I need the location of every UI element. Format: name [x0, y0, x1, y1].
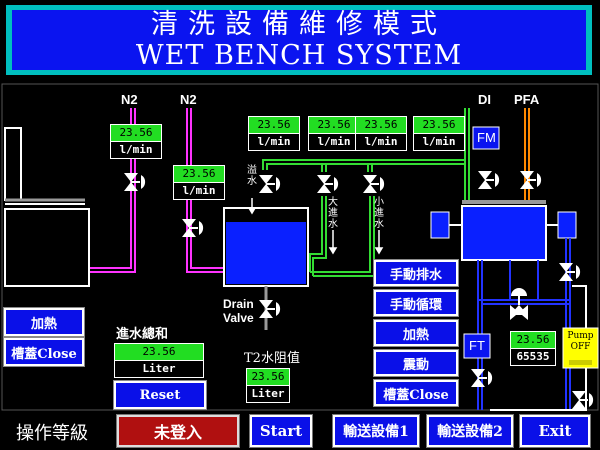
- right-lid-close-button[interactable]: 槽蓋Close: [373, 379, 459, 407]
- shake-button[interactable]: 震動: [373, 349, 459, 377]
- title-english: WET BENCH SYSTEM: [135, 40, 463, 71]
- overflow-label: 溢 水: [246, 165, 258, 187]
- n2-pipes: [90, 108, 225, 273]
- t2-resistivity-label: T2水阻值: [244, 351, 300, 366]
- login-status-button[interactable]: 未登入: [116, 414, 240, 448]
- overflow-char-2: 水: [247, 176, 257, 187]
- meter-value: 23.56: [114, 343, 204, 361]
- right-heat-button[interactable]: 加熱: [373, 319, 459, 347]
- big-inlet-char-3: 水: [328, 219, 338, 230]
- right-tank: [430, 200, 577, 261]
- title-panel: 清洗設備維修模式 WET BENCH SYSTEM: [12, 8, 586, 71]
- pump-indicator: [562, 327, 599, 369]
- meter-unit: l/min: [355, 134, 407, 151]
- circulation-pipes: [477, 238, 571, 410]
- fm-box: [472, 126, 500, 150]
- operation-level-label: 操作等級: [16, 423, 88, 444]
- meter-n2-b: 23.56 l/min: [173, 165, 225, 200]
- meter-value: 23.56: [355, 116, 407, 134]
- flow-arrows: [247, 198, 384, 255]
- ft-label: FT: [469, 338, 485, 353]
- valve-bottom-right[interactable]: [571, 390, 595, 410]
- meter-ft: 23.56 65535: [510, 331, 556, 366]
- valve-overflow[interactable]: [258, 174, 282, 194]
- overflow-char-1: 溢: [247, 165, 257, 176]
- valve-pfa[interactable]: [519, 170, 543, 190]
- manual-drain-button[interactable]: 手動排水: [373, 259, 459, 287]
- valve-drain[interactable]: [258, 299, 282, 319]
- meter-value: 23.56: [173, 165, 225, 183]
- meter-di: 23.56 l/min: [413, 116, 465, 151]
- valve-ft[interactable]: [470, 368, 494, 388]
- meter-n2-a: 23.56 l/min: [110, 124, 162, 159]
- meter-total-inflow: 23.56 Liter: [114, 343, 204, 378]
- meter-value: 23.56: [246, 368, 290, 386]
- n2-label-b: N2: [180, 92, 197, 107]
- meter-value: 23.56: [110, 124, 162, 142]
- big-inlet-label: 大 進 水: [327, 197, 339, 230]
- small-inlet-label: 小 進 水: [373, 197, 385, 230]
- conveyor-1-button[interactable]: 輸送設備1: [332, 414, 420, 448]
- conveyor-2-button[interactable]: 輸送設備2: [426, 414, 514, 448]
- title-bar: 清洗設備維修模式 WET BENCH SYSTEM: [6, 5, 592, 75]
- manual-circulation-button[interactable]: 手動循環: [373, 289, 459, 317]
- t2-tank: [223, 207, 309, 330]
- valve-di[interactable]: [477, 170, 501, 190]
- meter-unit: l/min: [173, 183, 225, 200]
- left-lid-close-button[interactable]: 槽蓋Close: [3, 337, 85, 367]
- valve-big-inlet[interactable]: [316, 174, 340, 194]
- meter-t2-resistivity: 23.56 Liter: [246, 368, 290, 403]
- valve-small-inlet[interactable]: [362, 174, 386, 194]
- valve-n2-b[interactable]: [181, 218, 205, 238]
- meter-unit: 65535: [510, 349, 556, 366]
- pump-state: OFF: [570, 342, 591, 352]
- meter-overflow: 23.56 l/min: [248, 116, 300, 151]
- meter-unit: l/min: [308, 134, 360, 151]
- meter-unit: l/min: [248, 134, 300, 151]
- meter-unit: Liter: [246, 386, 290, 403]
- meter-unit: l/min: [413, 134, 465, 151]
- pump-label: Pump: [567, 331, 594, 341]
- valve-right-drain[interactable]: [558, 262, 582, 282]
- drain-valve-label: Drain Valve: [223, 297, 254, 325]
- title-chinese: 清洗設備維修模式: [151, 8, 447, 40]
- left-tank: [4, 127, 90, 287]
- valve-n2-a[interactable]: [123, 172, 147, 192]
- valve-circulation[interactable]: [510, 288, 528, 320]
- reset-button[interactable]: Reset: [113, 380, 207, 410]
- small-inlet-char-1: 小: [374, 197, 384, 208]
- meter-unit: l/min: [110, 142, 162, 159]
- small-inlet-char-2: 進: [374, 208, 384, 219]
- meter-value: 23.56: [510, 331, 556, 349]
- start-button[interactable]: Start: [249, 414, 313, 448]
- meter-value: 23.56: [308, 116, 360, 134]
- fm-label: FM: [477, 130, 496, 145]
- pump-text: Pump OFF: [563, 331, 598, 353]
- big-inlet-char-2: 進: [328, 208, 338, 219]
- ft-box: [463, 333, 491, 359]
- n2-label-a: N2: [121, 92, 138, 107]
- small-inlet-char-3: 水: [374, 219, 384, 230]
- meter-value: 23.56: [248, 116, 300, 134]
- meter-unit: Liter: [114, 361, 204, 378]
- meter-value: 23.56: [413, 116, 465, 134]
- meter-small-inlet: 23.56 l/min: [355, 116, 407, 151]
- di-label: DI: [478, 92, 491, 107]
- pfa-label: PFA: [514, 92, 540, 107]
- big-inlet-char-1: 大: [328, 197, 338, 208]
- exit-button[interactable]: Exit: [519, 414, 591, 448]
- total-inflow-label: 進水總和: [116, 327, 169, 342]
- meter-big-inlet: 23.56 l/min: [308, 116, 360, 151]
- left-heat-button[interactable]: 加熱: [3, 307, 85, 337]
